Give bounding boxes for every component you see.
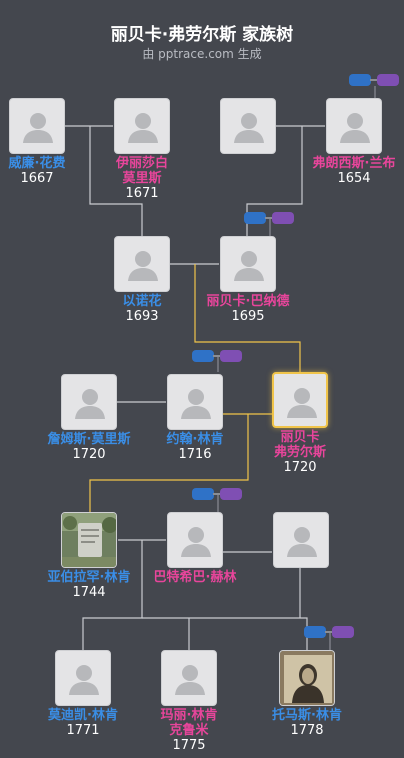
expand-toggle[interactable] bbox=[192, 350, 244, 364]
person-card-enoch[interactable] bbox=[114, 236, 170, 292]
person-name[interactable]: 伊丽莎白 bbox=[115, 156, 168, 171]
expand-toggle-right[interactable] bbox=[220, 350, 242, 362]
person-card-rebecca-barnard[interactable] bbox=[220, 236, 276, 292]
person-name[interactable]: 莫迪凯·林肯 bbox=[48, 708, 118, 723]
descent-line bbox=[82, 540, 143, 650]
person-card-father-p4[interactable] bbox=[220, 98, 276, 154]
person-birth-year: 1671 bbox=[125, 186, 159, 201]
avatar-placeholder-icon bbox=[287, 388, 317, 418]
avatar-photo bbox=[280, 651, 334, 705]
avatar-placeholder-icon bbox=[75, 389, 105, 419]
person-card-thomas[interactable] bbox=[279, 650, 335, 706]
person-card-elizabeth[interactable] bbox=[114, 98, 170, 154]
person-name[interactable]: 以诺花 bbox=[122, 294, 162, 309]
person-name[interactable]: 莫里斯 bbox=[122, 171, 162, 186]
avatar-placeholder-icon bbox=[181, 389, 211, 419]
person-birth-year: 1695 bbox=[231, 309, 265, 324]
person-name[interactable]: 弗朗西斯·兰布 bbox=[312, 156, 396, 171]
avatar-placeholder-icon bbox=[340, 113, 370, 143]
person-birth-year: 1693 bbox=[125, 309, 159, 324]
person-birth-year: 1778 bbox=[290, 723, 324, 738]
expand-toggle-right[interactable] bbox=[220, 488, 242, 500]
person-birth-year: 1720 bbox=[72, 447, 106, 462]
expand-toggle[interactable] bbox=[192, 488, 244, 502]
expand-toggle-left[interactable] bbox=[192, 488, 214, 500]
person-name[interactable]: 克鲁米 bbox=[169, 723, 209, 738]
person-card-james[interactable] bbox=[61, 374, 117, 430]
person-birth-year: 1654 bbox=[337, 171, 371, 186]
person-name[interactable]: 约翰·林肯 bbox=[166, 432, 224, 447]
expand-toggle-right[interactable] bbox=[272, 212, 294, 224]
avatar-placeholder-icon bbox=[128, 251, 158, 281]
person-card-abraham[interactable] bbox=[61, 512, 117, 568]
avatar-placeholder-icon bbox=[23, 113, 53, 143]
person-card-frances[interactable] bbox=[326, 98, 382, 154]
person-card-mary[interactable] bbox=[161, 650, 217, 706]
expand-toggle-left[interactable] bbox=[349, 74, 371, 86]
person-birth-year: 1667 bbox=[20, 171, 54, 186]
expand-toggle-left[interactable] bbox=[304, 626, 326, 638]
person-name[interactable]: 亚伯拉罕·林肯 bbox=[47, 570, 131, 585]
person-name[interactable]: 巴特希巴·赫林 bbox=[153, 570, 237, 585]
person-name[interactable]: 丽贝卡 bbox=[280, 430, 320, 445]
descent-line bbox=[89, 414, 249, 512]
avatar-placeholder-icon bbox=[69, 665, 99, 695]
person-birth-year: 1716 bbox=[178, 447, 212, 462]
person-birth-year: 1775 bbox=[172, 738, 206, 753]
person-name[interactable]: 玛丽·林肯 bbox=[160, 708, 218, 723]
person-name[interactable]: 詹姆斯·莫里斯 bbox=[47, 432, 131, 447]
person-card-spouse-3[interactable] bbox=[273, 512, 329, 568]
descent-line bbox=[142, 617, 308, 650]
person-birth-year: 1720 bbox=[283, 460, 317, 475]
person-name[interactable]: 丽贝卡·巴纳德 bbox=[206, 294, 290, 309]
person-birth-year: 1744 bbox=[72, 585, 106, 600]
person-name[interactable]: 托马斯·林肯 bbox=[272, 708, 342, 723]
descent-line bbox=[89, 126, 143, 236]
person-card-john[interactable] bbox=[167, 374, 223, 430]
person-name[interactable]: 弗劳尔斯 bbox=[273, 445, 326, 460]
avatar-placeholder-icon bbox=[181, 527, 211, 557]
descent-line bbox=[194, 264, 301, 372]
expand-toggle[interactable] bbox=[349, 74, 401, 88]
expand-toggle-right[interactable] bbox=[332, 626, 354, 638]
person-card-mordecai[interactable] bbox=[55, 650, 111, 706]
person-card-rebecca[interactable] bbox=[272, 372, 328, 428]
person-name[interactable]: 威廉·花费 bbox=[8, 156, 66, 171]
avatar-placeholder-icon bbox=[234, 113, 264, 143]
expand-toggle-left[interactable] bbox=[192, 350, 214, 362]
avatar-placeholder-icon bbox=[287, 527, 317, 557]
avatar-placeholder-icon bbox=[175, 665, 205, 695]
person-card-william[interactable] bbox=[9, 98, 65, 154]
avatar-placeholder-icon bbox=[234, 251, 264, 281]
page-subtitle: 由 pptrace.com 生成 bbox=[142, 47, 262, 61]
person-card-bathsheba[interactable] bbox=[167, 512, 223, 568]
expand-toggle[interactable] bbox=[304, 626, 356, 640]
expand-toggle-left[interactable] bbox=[244, 212, 266, 224]
expand-toggle[interactable] bbox=[244, 212, 296, 226]
page-title: 丽贝卡·弗劳尔斯 家族树 bbox=[110, 25, 294, 45]
person-birth-year: 1771 bbox=[66, 723, 100, 738]
expand-toggle-right[interactable] bbox=[377, 74, 399, 86]
avatar-photo bbox=[62, 513, 116, 567]
avatar-placeholder-icon bbox=[128, 113, 158, 143]
